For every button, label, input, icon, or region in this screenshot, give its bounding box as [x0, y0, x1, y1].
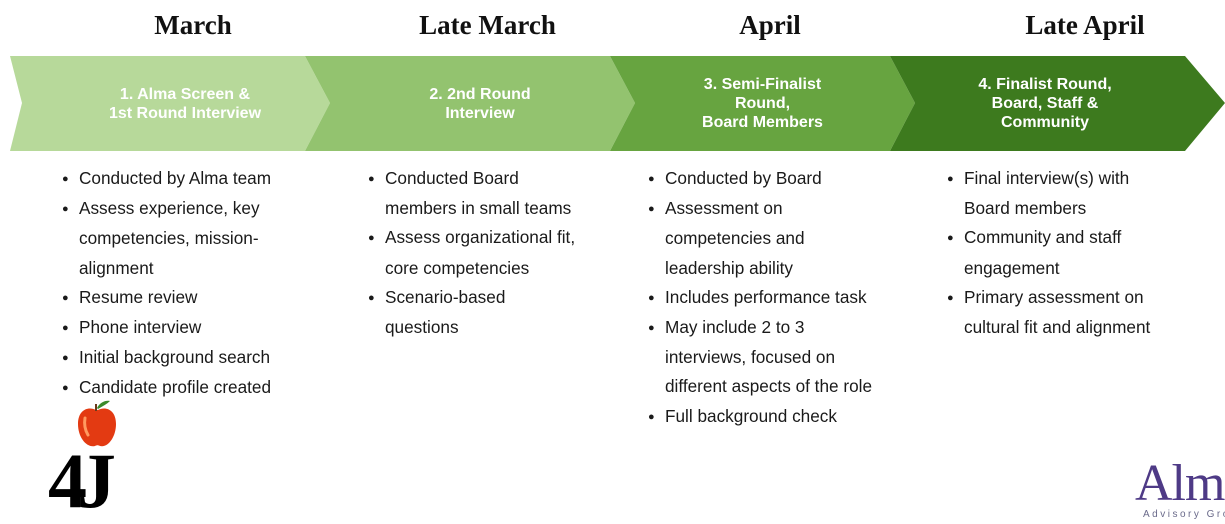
stage-3-bullets: Conducted by Board Assessment on compete…: [648, 164, 928, 432]
stage-1-label: 1. Alma Screen & 1st Round Interview: [108, 85, 262, 122]
list-item: Community and staff engagement: [947, 223, 1217, 282]
list-item: Conducted by Alma team: [62, 164, 332, 194]
list-item: Scenario-based questions: [368, 283, 628, 342]
stage-1-bullets: Conducted by Alma team Assess experience…: [62, 164, 332, 404]
stage-1-chevron: [10, 56, 330, 151]
stage-2-label: 2. 2nd Round Interview: [429, 85, 531, 122]
list-item: Assess experience, key competencies, mis…: [62, 194, 332, 283]
stage-3-chevron: [610, 56, 915, 151]
stage-2-bullets: Conducted Board members in small teams A…: [368, 164, 628, 342]
month-march: March: [154, 10, 232, 40]
apple-icon: [78, 400, 116, 447]
list-item: Full background check: [648, 402, 928, 432]
alma-logo-text: Alma: [1135, 462, 1225, 512]
list-item: Initial background search: [62, 343, 332, 373]
list-item: Final interview(s) with Board members: [947, 164, 1217, 223]
stage-2-chevron: [305, 56, 635, 151]
list-item: Includes performance task: [648, 283, 928, 313]
4j-logo: 4J: [46, 398, 126, 523]
list-item: Candidate profile created: [62, 373, 332, 403]
4j-logo-text: 4J: [48, 437, 116, 524]
list-item: Primary assessment on cultural fit and a…: [947, 283, 1217, 342]
stage-4-chevron: [890, 56, 1225, 151]
list-item: Assessment on competencies and leadershi…: [648, 194, 928, 283]
alma-logo: Alma Advisory Group: [1133, 462, 1225, 523]
list-item: Assess organizational fit, core competen…: [368, 223, 628, 282]
stage-4-label: 4. Finalist Round, Board, Staff & Commun…: [978, 76, 1112, 131]
month-april: April: [739, 10, 801, 40]
alma-logo-subtext: Advisory Group: [1143, 509, 1225, 520]
process-arrow-bar: [10, 56, 1225, 151]
month-late-march: Late March: [419, 10, 556, 40]
list-item: Phone interview: [62, 313, 332, 343]
list-item: Conducted by Board: [648, 164, 928, 194]
list-item: May include 2 to 3 interviews, focused o…: [648, 313, 928, 402]
list-item: Conducted Board members in small teams: [368, 164, 628, 223]
month-late-april: Late April: [1025, 10, 1145, 40]
list-item: Resume review: [62, 283, 332, 313]
stage-4-bullets: Final interview(s) with Board members Co…: [947, 164, 1217, 342]
stage-3-label: 3. Semi-Finalist Round, Board Members: [702, 76, 823, 131]
